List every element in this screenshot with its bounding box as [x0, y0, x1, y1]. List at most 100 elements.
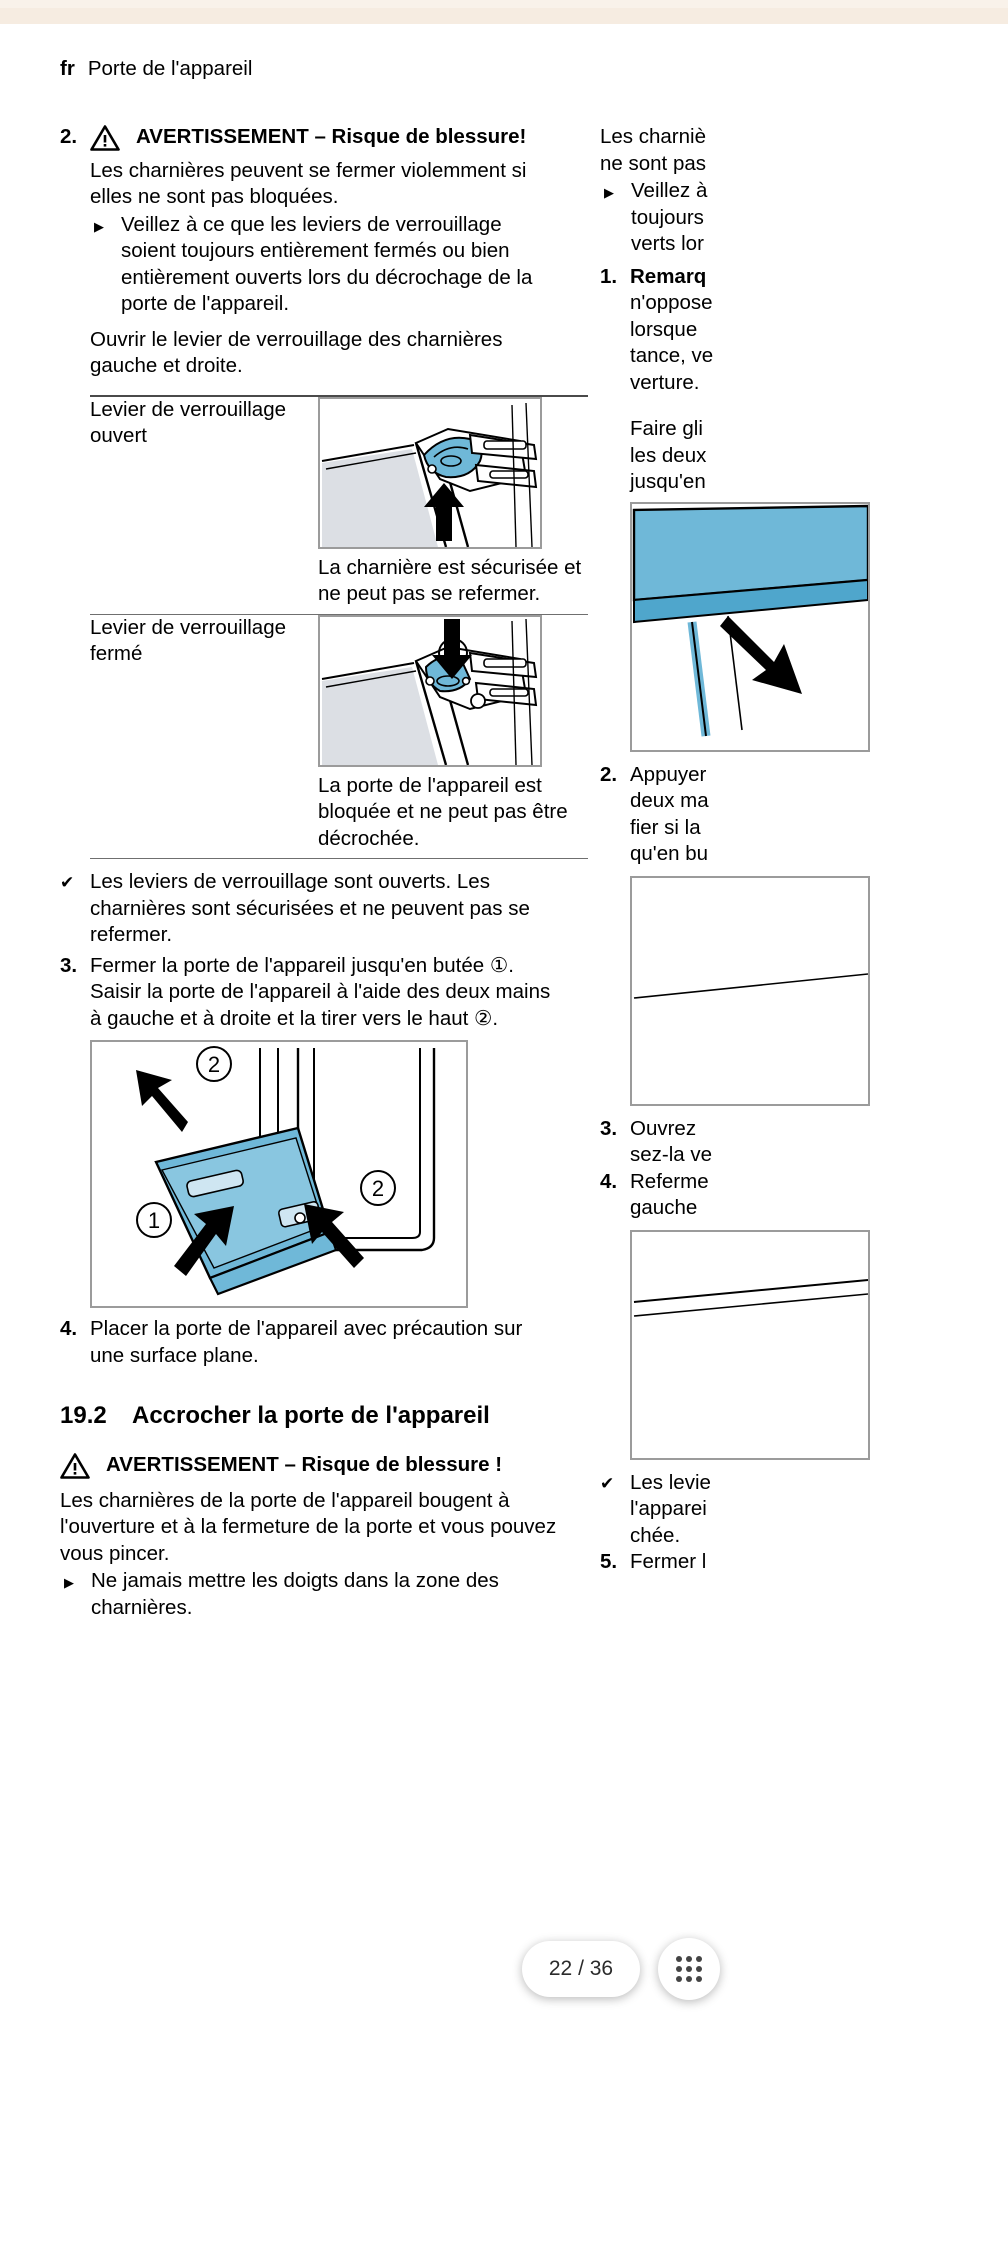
- table-row-1-caption: La charnière est sécurisée et ne peut pa…: [318, 555, 582, 606]
- left-text-column: 2. AVERTISSEMENT – Risque de blessure! L…: [60, 24, 588, 1621]
- table-rule-middle: [90, 613, 588, 615]
- section-title: Accrocher la porte de l'appareil: [132, 1402, 490, 1429]
- warning-heading-1: AVERTISSEMENT – Risque de blessure!: [90, 124, 560, 158]
- right-bullet-line-1: Veillez à: [631, 179, 708, 202]
- checkmark-icon: ✔: [600, 1473, 615, 1493]
- right-step-4: 4. Referme gauche: [600, 1169, 1008, 1460]
- hinge-press-illustration: [630, 875, 870, 1106]
- warning-2-bullet-text: Ne jamais mettre les doigts dans la zone…: [91, 1569, 499, 1619]
- right-step-5-number: 5.: [600, 1550, 618, 1573]
- step-2-instruction: Ouvrir le levier de verrouillage des cha…: [90, 327, 503, 378]
- browser-top-strip: [0, 0, 1008, 8]
- right-step-2-body: Appuyer deux ma fier si la qu'en bu: [630, 762, 1008, 1106]
- page-indicator-text: 22 / 36: [548, 1957, 614, 1980]
- running-head-title: Porte de l'appareil: [87, 57, 253, 80]
- table-row: Levier de verrouillage fermé: [90, 614, 588, 853]
- right-bullet-body: Veillez à toujours verts lor: [631, 178, 1008, 258]
- warning-triangle-icon: [90, 125, 120, 159]
- right-step-4-line-1: Referme: [630, 1169, 709, 1193]
- step-2-body: AVERTISSEMENT – Risque de blessure! Les …: [90, 124, 560, 380]
- right-result-line-1: Les levie: [630, 1470, 711, 1494]
- right-step-1-line-4: verture.: [630, 370, 700, 394]
- document-page: fr Porte de l'appareil 2. AVERTISSEMENT –…: [0, 24, 1008, 2244]
- right-intro-line-2: ne sont pas: [600, 151, 706, 175]
- right-step-5: 5. Fermer l: [600, 1549, 1008, 1576]
- right-step-1-heading: Remarq: [630, 264, 707, 288]
- right-step-2-number: 2.: [600, 762, 618, 786]
- right-step-1-body: Remarq n'oppose lorsque tance, ve vertur…: [630, 264, 1008, 752]
- svg-text:2: 2: [208, 1052, 220, 1077]
- language-tag: fr: [60, 57, 75, 80]
- warning-1-bullet-text: Veillez à ce que les leviers de verrouil…: [121, 212, 533, 316]
- right-step-2: 2. Appuyer deux ma fier si la qu'en bu: [600, 762, 1008, 1106]
- table-row-1-label: Levier de verrouillage ouvert: [90, 397, 287, 448]
- section-number: 19.2: [60, 1402, 107, 1429]
- table-row-2-media: La porte de l'appareil est bloquée et ne…: [318, 614, 588, 853]
- step-3-text-2: . Saisir la porte de l'appareil à l'aide…: [90, 953, 551, 1030]
- lever-state-table: Levier de verrouillage ouvert: [90, 394, 588, 859]
- right-slide-line-3: jusqu'en: [630, 470, 706, 493]
- right-step-1: 1. Remarq n'oppose lorsque tance, ve ver…: [600, 264, 1008, 752]
- step-2: 2. AVERTISSEMENT – Risque de blessure! L…: [60, 124, 560, 380]
- triangle-bullet-icon: ▶: [604, 185, 614, 200]
- door-removal-illustration: 2 2 1: [90, 1040, 468, 1308]
- triangle-bullet-icon: ▶: [64, 1575, 74, 1590]
- warning-heading-1-text: AVERTISSEMENT – Risque de blessure!: [136, 125, 527, 148]
- right-step-1-line-2: lorsque: [630, 317, 698, 341]
- right-step-3-body: Ouvrez sez-la ve: [630, 1116, 1008, 1169]
- grid-menu-icon: [676, 1956, 702, 1982]
- right-step-1-number: 1.: [600, 264, 618, 288]
- step-4: 4. Placer la porte de l'appareil avec pr…: [60, 1316, 560, 1369]
- hinge-slide-illustration: [630, 501, 870, 752]
- step-3-marker-2: ②: [474, 1006, 493, 1030]
- result-check-row: ✔ Les leviers de verrouillage sont ouver…: [60, 869, 560, 949]
- right-step-2-line-3: fier si la: [630, 815, 701, 839]
- right-result-line-2: l'apparei: [630, 1497, 707, 1520]
- right-step-1-line-3: tance, ve: [630, 344, 714, 367]
- step-3-number: 3.: [60, 953, 78, 977]
- step-3: 3. Fermer la porte de l'appareil jusqu'e…: [60, 953, 560, 1033]
- step-2-number: 2.: [60, 125, 78, 148]
- right-bullet-line-3: verts lor: [631, 232, 704, 255]
- warning-2-body: Les charnières de la porte de l'appareil…: [60, 1488, 557, 1565]
- step-3-body: Fermer la porte de l'appareil jusqu'en b…: [90, 953, 560, 1033]
- table-row: Levier de verrouillage ouvert: [90, 396, 588, 608]
- warning-1-bullet: ▶ Veillez à ce que les leviers de verrou…: [90, 212, 560, 318]
- right-step-3-line-1: Ouvrez: [630, 1116, 697, 1140]
- right-bullet: ▶ Veillez à toujours verts lor: [600, 178, 1008, 258]
- right-bullet-line-2: toujours: [631, 205, 704, 229]
- right-step-1-line-1: n'oppose: [630, 291, 713, 314]
- right-step-5-body: Fermer l: [630, 1550, 707, 1573]
- warning-1-body: Les charnières peuvent se fermer violemm…: [90, 158, 527, 209]
- page-indicator[interactable]: 22 / 36: [522, 1941, 640, 1997]
- right-text-column: Les charniè ne sont pas ▶ Veillez à touj…: [600, 24, 1008, 1576]
- step-4-body: Placer la porte de l'appareil avec préca…: [90, 1317, 523, 1367]
- result-check-text: Les leviers de verrouillage sont ouverts…: [90, 870, 530, 946]
- right-step-4-number: 4.: [600, 1169, 618, 1193]
- warning-triangle-icon: [60, 1453, 90, 1487]
- right-result-check: ✔ Les levie l'apparei chée.: [600, 1470, 1008, 1550]
- right-intro: Les charniè ne sont pas: [600, 124, 1008, 177]
- grid-menu-button[interactable]: [658, 1938, 720, 2000]
- right-step-3: 3. Ouvrez sez-la ve: [600, 1116, 1008, 1169]
- right-step-3-number: 3.: [600, 1116, 618, 1140]
- browser-chrome-band: [0, 8, 1008, 24]
- warning-heading-2: AVERTISSEMENT – Risque de blessure !: [60, 1452, 560, 1486]
- step-3-text-1: Fermer la porte de l'appareil jusqu'en b…: [90, 953, 490, 977]
- right-intro-line-1: Les charniè: [600, 125, 706, 148]
- step-4-number: 4.: [60, 1317, 78, 1340]
- right-step-2-line-1: Appuyer: [630, 762, 707, 786]
- table-rule-top: [90, 394, 588, 397]
- warning-block-2: AVERTISSEMENT – Risque de blessure ! Les…: [60, 1452, 560, 1621]
- warning-heading-2-text: AVERTISSEMENT – Risque de blessure !: [106, 1453, 503, 1476]
- step-3-marker-1: ①: [489, 953, 509, 977]
- table-row-2-label: Levier de verrouillage fermé: [90, 615, 287, 666]
- running-head: fr Porte de l'appareil: [60, 56, 252, 82]
- svg-text:1: 1: [148, 1208, 160, 1233]
- hinge-lever-open-illustration: [318, 396, 542, 549]
- right-slide-line-2: les deux: [630, 443, 707, 467]
- right-step-2-line-2: deux ma: [630, 789, 709, 812]
- right-slide-line-1: Faire gli: [630, 417, 703, 440]
- table-row-1-media: La charnière est sécurisée et ne peut pa…: [318, 396, 588, 608]
- step-3-text-3: .: [492, 1006, 499, 1030]
